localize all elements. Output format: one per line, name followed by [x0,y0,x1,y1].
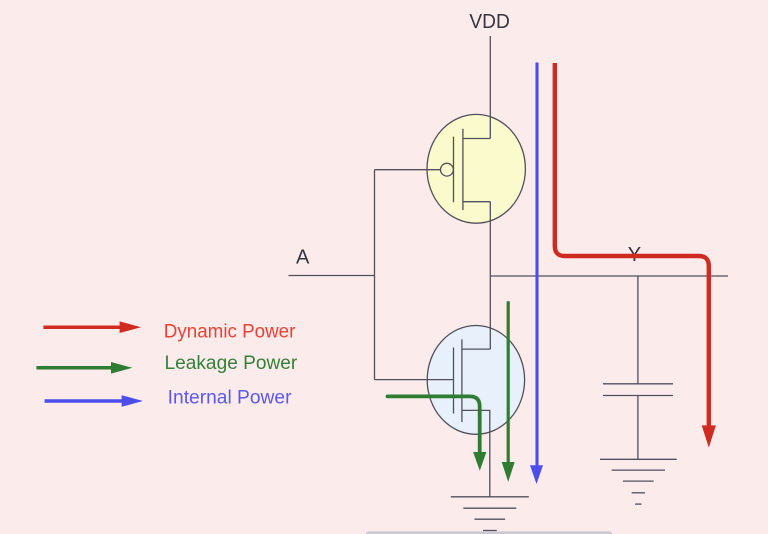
svg-text:Leakage Power: Leakage Power [165,353,298,374]
svg-text:VDD: VDD [469,11,509,33]
svg-text:A: A [296,246,310,268]
svg-text:Internal Power: Internal Power [168,387,292,408]
svg-text:Dynamic Power: Dynamic Power [164,322,296,343]
